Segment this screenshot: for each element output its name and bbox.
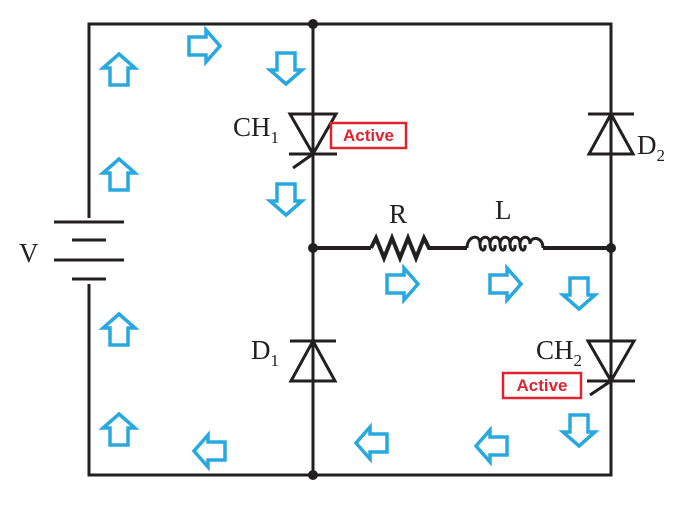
status-badge: [501, 371, 583, 400]
current-arrow-right: [187, 25, 223, 67]
current-arrow-up: [98, 51, 140, 87]
diode-d2: D2: [586, 110, 665, 165]
thyristor-ch1: CH1 Active: [233, 112, 408, 170]
current-arrow-up: [98, 311, 140, 347]
current-arrow-up: [98, 411, 140, 447]
thyristor-triangle: [287, 112, 339, 158]
ch2-label: CH2: [536, 335, 582, 370]
gate-lead: [589, 379, 612, 397]
wiring: [87, 19, 616, 480]
resistor-r: R: [369, 199, 433, 264]
source-label: V: [19, 238, 39, 268]
inductor-coil-top: [465, 235, 545, 249]
status-badge: [329, 121, 408, 150]
inductor-label: L: [495, 195, 512, 225]
junction-load-left: [308, 243, 318, 253]
dc-source: V: [19, 218, 124, 284]
junction-bottom: [308, 470, 318, 480]
diode-triangle: [586, 110, 636, 156]
current-arrow-right: [488, 263, 524, 305]
thyristor-triangle: [585, 339, 637, 385]
ch2-status: Active: [516, 376, 567, 395]
current-arrow-down: [265, 182, 307, 218]
current-arrow-up: [98, 156, 140, 192]
inductor-coil-loops: [478, 243, 527, 252]
ch1-status: Active: [343, 126, 394, 145]
d1-label: D1: [251, 335, 279, 370]
inductor-l: L: [465, 195, 545, 252]
current-arrow-left: [473, 425, 509, 467]
junction-load-right: [606, 243, 616, 253]
current-arrow-left: [191, 430, 227, 472]
diode-triangle: [288, 337, 338, 383]
current-arrow-down: [558, 413, 600, 449]
thyristor-ch2: CH2 Active: [501, 335, 637, 400]
current-arrow-down: [558, 276, 600, 312]
resistor-zigzag: [369, 232, 433, 264]
d2-label: D2: [637, 130, 665, 165]
current-arrow-left: [353, 422, 389, 464]
diode-d1: D1: [251, 335, 338, 383]
junction-top: [308, 19, 318, 29]
current-arrow-right: [385, 263, 421, 305]
current-arrow-down: [265, 51, 307, 87]
gate-lead: [292, 152, 314, 170]
current-flow-arrows: [98, 25, 600, 472]
resistor-label: R: [389, 199, 407, 229]
ch1-label: CH1: [233, 112, 279, 147]
